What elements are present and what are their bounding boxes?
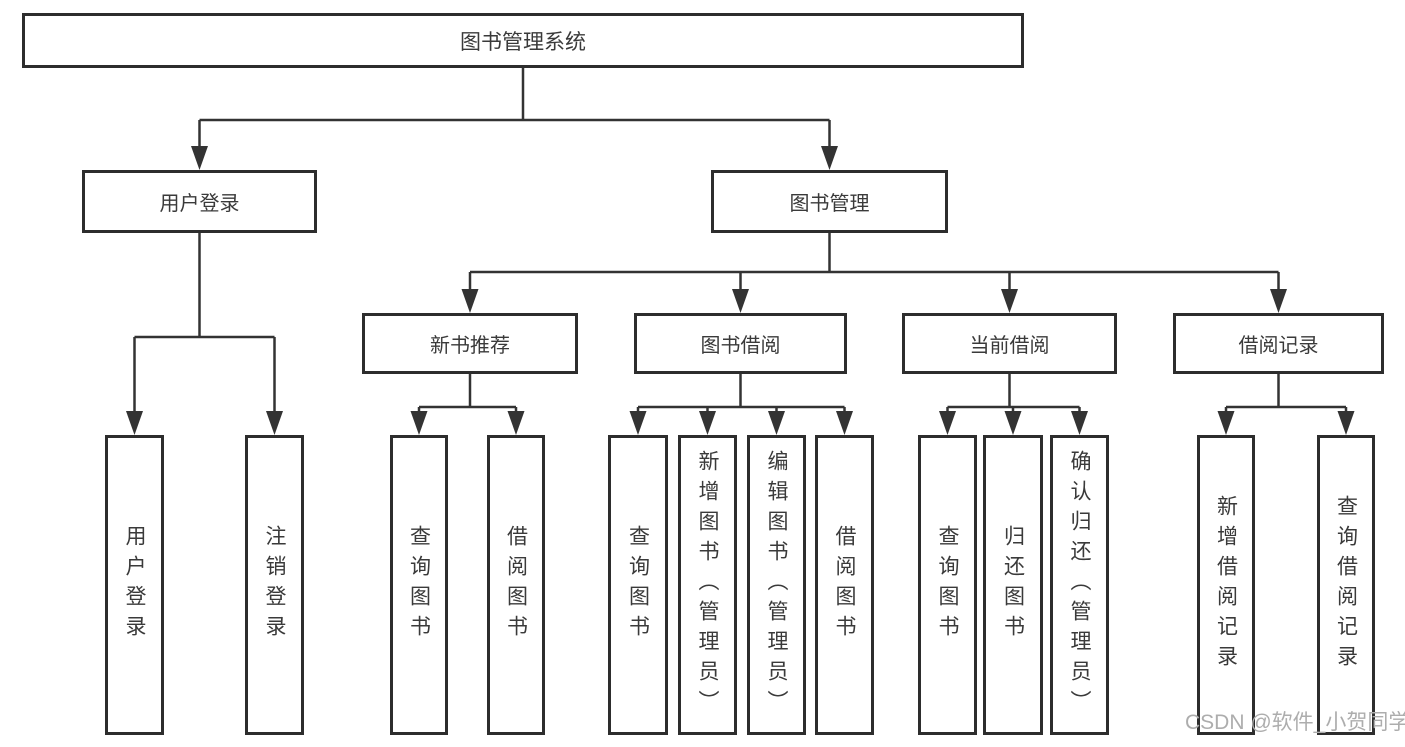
node-logout-action: 注销登录	[245, 435, 304, 735]
arrowhead-book-mgmt	[821, 146, 838, 170]
node-borrow-query-books: 查询图书	[608, 435, 668, 735]
node-return-books: 归还图书	[983, 435, 1043, 735]
node-query-borrow-record-label: 查询借阅记录	[1334, 495, 1358, 675]
node-borrow-books-action: 借阅图书	[815, 435, 874, 735]
node-confirm-return-admin-label: 确认归还（管理员）	[1068, 450, 1091, 720]
arrowhead-records-c2	[1337, 411, 1355, 435]
node-confirm-return-admin: 确认归还（管理员）	[1050, 435, 1109, 735]
node-logout-action-label: 注销登录	[263, 525, 286, 645]
node-edit-books-admin-label: 编辑图书（管理员）	[765, 450, 788, 720]
arrowhead-current-c2	[1004, 411, 1022, 435]
node-borrow-query-books-label: 查询图书	[626, 525, 650, 645]
node-add-books-admin-label: 新增图书（管理员）	[696, 450, 719, 720]
arrowhead-logout-leaf	[266, 411, 283, 435]
arrowhead-newbook-c2	[507, 411, 525, 435]
arrowhead-current-c3	[1071, 411, 1088, 435]
node-add-books-admin: 新增图书（管理员）	[678, 435, 737, 735]
arrowhead-borrow-c1	[629, 411, 647, 435]
arrowhead-borrow-c3	[768, 411, 785, 435]
node-borrow-records: 借阅记录	[1173, 313, 1384, 374]
node-library-system: 图书管理系统	[22, 13, 1024, 68]
arrowhead-newbook	[461, 289, 479, 313]
arrowhead-current	[1001, 289, 1018, 313]
node-current-query-books-label: 查询图书	[936, 525, 959, 645]
node-user-login: 用户登录	[82, 170, 317, 233]
node-add-borrow-record: 新增借阅记录	[1197, 435, 1255, 735]
node-user-login-action: 用户登录	[105, 435, 164, 735]
node-query-borrow-record: 查询借阅记录	[1317, 435, 1375, 735]
node-user-login-action-label: 用户登录	[123, 525, 146, 645]
node-borrow-books-action-label: 借阅图书	[833, 525, 856, 645]
node-book-borrow: 图书借阅	[634, 313, 847, 374]
node-user-login-label: 用户登录	[159, 193, 240, 215]
node-recommend-query-books: 查询图书	[390, 435, 448, 735]
arrowhead-login-leaf	[126, 411, 143, 435]
csdn-watermark: CSDN @软件_小贺同学	[1185, 711, 1405, 734]
node-current-borrow: 当前借阅	[902, 313, 1117, 374]
arrowhead-current-c1	[939, 411, 956, 435]
arrowhead-records	[1270, 289, 1287, 313]
node-borrow-records-label: 借阅记录	[1238, 335, 1319, 357]
node-library-system-label: 图书管理系统	[460, 30, 586, 54]
node-edit-books-admin: 编辑图书（管理员）	[747, 435, 806, 735]
arrowhead-records-c1	[1217, 411, 1235, 435]
node-book-management: 图书管理	[711, 170, 948, 233]
node-recommend-borrow-books-label: 借阅图书	[504, 525, 528, 645]
arrowhead-borrow	[732, 289, 749, 313]
node-current-query-books: 查询图书	[918, 435, 977, 735]
node-book-management-label: 图书管理	[789, 193, 870, 215]
node-book-borrow-label: 图书借阅	[700, 335, 781, 357]
node-recommend-borrow-books: 借阅图书	[487, 435, 545, 735]
node-new-book-recommend-label: 新书推荐	[430, 335, 510, 357]
node-recommend-query-books-label: 查询图书	[407, 525, 431, 645]
node-current-borrow-label: 当前借阅	[969, 335, 1050, 357]
arrowhead-borrow-c4	[836, 411, 853, 435]
arrowhead-user-login	[191, 146, 208, 170]
node-add-borrow-record-label: 新增借阅记录	[1214, 495, 1238, 675]
node-new-book-recommend: 新书推荐	[362, 313, 578, 374]
arrowhead-borrow-c2	[699, 411, 716, 435]
arrowhead-newbook-c1	[410, 411, 428, 435]
node-return-books-label: 归还图书	[1001, 525, 1025, 645]
